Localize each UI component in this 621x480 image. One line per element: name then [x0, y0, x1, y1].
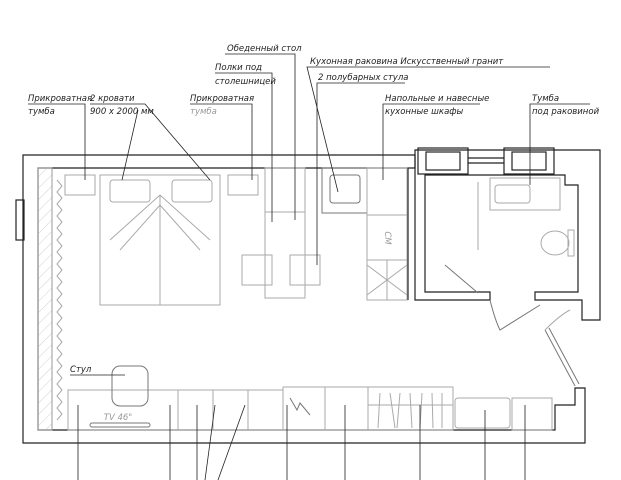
- wall-radiator: [15, 199, 25, 241]
- bathroom-fixtures: [444, 177, 575, 331]
- toilet: [540, 230, 570, 256]
- label-beds: 2 кровати: [90, 94, 135, 104]
- label-chair: Стул: [70, 365, 92, 375]
- bedside-table-left: [64, 174, 96, 196]
- kitchen-sink: [329, 174, 361, 204]
- label-bedside-left: Прикроватная: [28, 94, 92, 104]
- label-kitchen-sink: Кухонная раковина Искусственный гранит: [310, 57, 504, 67]
- kitchen: СМ: [321, 167, 408, 301]
- bathroom-door: [444, 264, 479, 294]
- label-vanity: Тумба: [532, 94, 559, 104]
- label-kitchen-cabinets: Напольные и навесные: [385, 94, 489, 104]
- dining-area: [241, 167, 321, 299]
- cooktop: [366, 264, 408, 296]
- bar-stool: [241, 254, 273, 286]
- label-bedside-left-2: тумба: [28, 107, 55, 117]
- annotations: Прикроватная тумба 2 кровати 900 х 2000 …: [28, 44, 600, 480]
- label-bar-stools: 2 полубарных стула: [318, 73, 408, 83]
- label-beds-2: 900 х 2000 мм: [90, 107, 154, 117]
- chair: [111, 365, 149, 407]
- bathroom-sink: [494, 184, 531, 204]
- label-kitchen-cabinets-2: кухонные шкафы: [385, 107, 464, 117]
- label-shelves-2: столешницей: [215, 77, 276, 87]
- beds: [64, 174, 259, 306]
- label-shelves: Полки под: [215, 63, 262, 73]
- label-vanity-2: под раковиной: [532, 107, 600, 117]
- bathroom-windows: [417, 147, 555, 175]
- dining-table: [264, 167, 306, 299]
- label-bedside-right: Прикроватная: [190, 94, 254, 104]
- curtain: [56, 179, 63, 421]
- bottom-leaders: [77, 404, 526, 480]
- bar-stool: [289, 254, 321, 286]
- bottom-furniture: TV 46": [67, 365, 553, 431]
- tv: [89, 422, 151, 428]
- balcony-door: [544, 327, 580, 387]
- walls: [15, 149, 601, 444]
- tv-label: TV 46": [104, 413, 133, 423]
- label-dining-table: Обеденный стол: [227, 44, 302, 54]
- washing-machine-label: СМ: [382, 231, 392, 245]
- bedside-table-right: [227, 174, 259, 196]
- label-bedside-right-2: тумба: [190, 107, 217, 117]
- bathroom-walls: [414, 149, 601, 321]
